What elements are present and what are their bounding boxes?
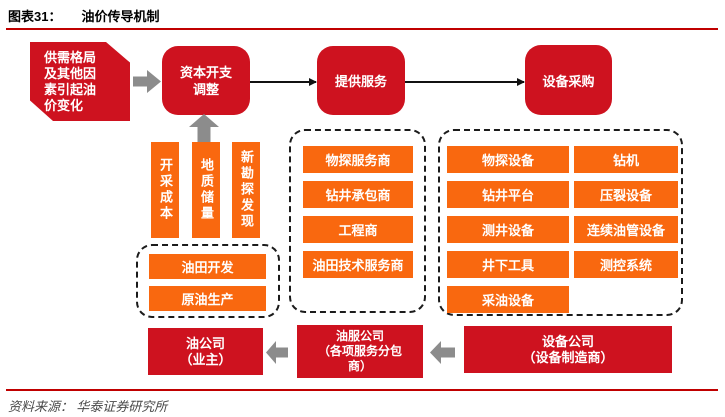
node-equipment-company: 设备公司 （设备制造商） bbox=[464, 326, 672, 373]
node-provide-services: 提供服务 bbox=[317, 46, 405, 115]
node-equipment-procurement: 设备采购 bbox=[525, 45, 612, 115]
item-engineering-firm: 工程商 bbox=[303, 216, 413, 243]
item-oilfield-tech-service: 油田技术服务商 bbox=[303, 251, 413, 278]
arrow-up-icon bbox=[189, 114, 219, 142]
figure-number-label: 图表31： bbox=[8, 9, 62, 24]
connector-arrowhead-icon bbox=[517, 78, 525, 86]
item-coiled-tubing-equipment: 连续油管设备 bbox=[574, 216, 678, 243]
item-geophysical-equipment: 物探设备 bbox=[447, 146, 569, 173]
driver-new-exploration: 新勘探发现 bbox=[232, 142, 260, 238]
connector-services-to-procurement bbox=[405, 78, 525, 86]
driver-mining-cost: 开采成本 bbox=[151, 142, 179, 238]
item-drilling-rig: 钻机 bbox=[574, 146, 678, 173]
item-drilling-contractor: 钻井承包商 bbox=[303, 181, 413, 208]
item-drilling-platform: 钻井平台 bbox=[447, 181, 569, 208]
node-oil-company: 油公司 （业主） bbox=[148, 328, 263, 375]
driver-geological-reserves: 地质储量 bbox=[192, 142, 220, 238]
item-measurement-control-system: 测控系统 bbox=[574, 251, 678, 278]
item-oilfield-development: 油田开发 bbox=[149, 254, 266, 279]
connector-arrowhead-icon bbox=[309, 78, 317, 86]
node-capex-adjustment: 资本开支 调整 bbox=[162, 46, 250, 115]
item-logging-equipment: 测井设备 bbox=[447, 216, 569, 243]
item-downhole-tools: 井下工具 bbox=[447, 251, 569, 278]
figure-title-text: 油价传导机制 bbox=[81, 9, 160, 24]
bottom-divider bbox=[6, 389, 718, 391]
item-fracturing-equipment: 压裂设备 bbox=[574, 181, 678, 208]
item-crude-production: 原油生产 bbox=[149, 286, 266, 311]
top-divider bbox=[6, 28, 718, 30]
group-equipment: 物探设备 钻井平台 测井设备 井下工具 采油设备 钻机 压裂设备 连续油管设备 … bbox=[438, 129, 683, 316]
node-oilfield-service-company: 油服公司 （各项服务分包 商） bbox=[297, 325, 423, 378]
item-geophysical-service: 物探服务商 bbox=[303, 146, 413, 173]
arrow-left-icon bbox=[430, 341, 455, 364]
figure-title: 图表31： 油价传导机制 bbox=[8, 6, 159, 25]
source-note: 资料来源： 华泰证券研究所 bbox=[8, 399, 168, 414]
group-oilfield: 油田开发 原油生产 bbox=[136, 244, 280, 318]
connector-capex-to-services bbox=[250, 78, 317, 86]
item-oil-production-equipment: 采油设备 bbox=[447, 286, 569, 313]
arrow-right-icon bbox=[133, 70, 161, 93]
group-service-providers: 物探服务商 钻井承包商 工程商 油田技术服务商 bbox=[289, 129, 426, 313]
arrow-left-icon bbox=[266, 341, 288, 364]
node-supply-change: 供需格局 及其他因 素引起油 价变化 bbox=[30, 42, 130, 121]
